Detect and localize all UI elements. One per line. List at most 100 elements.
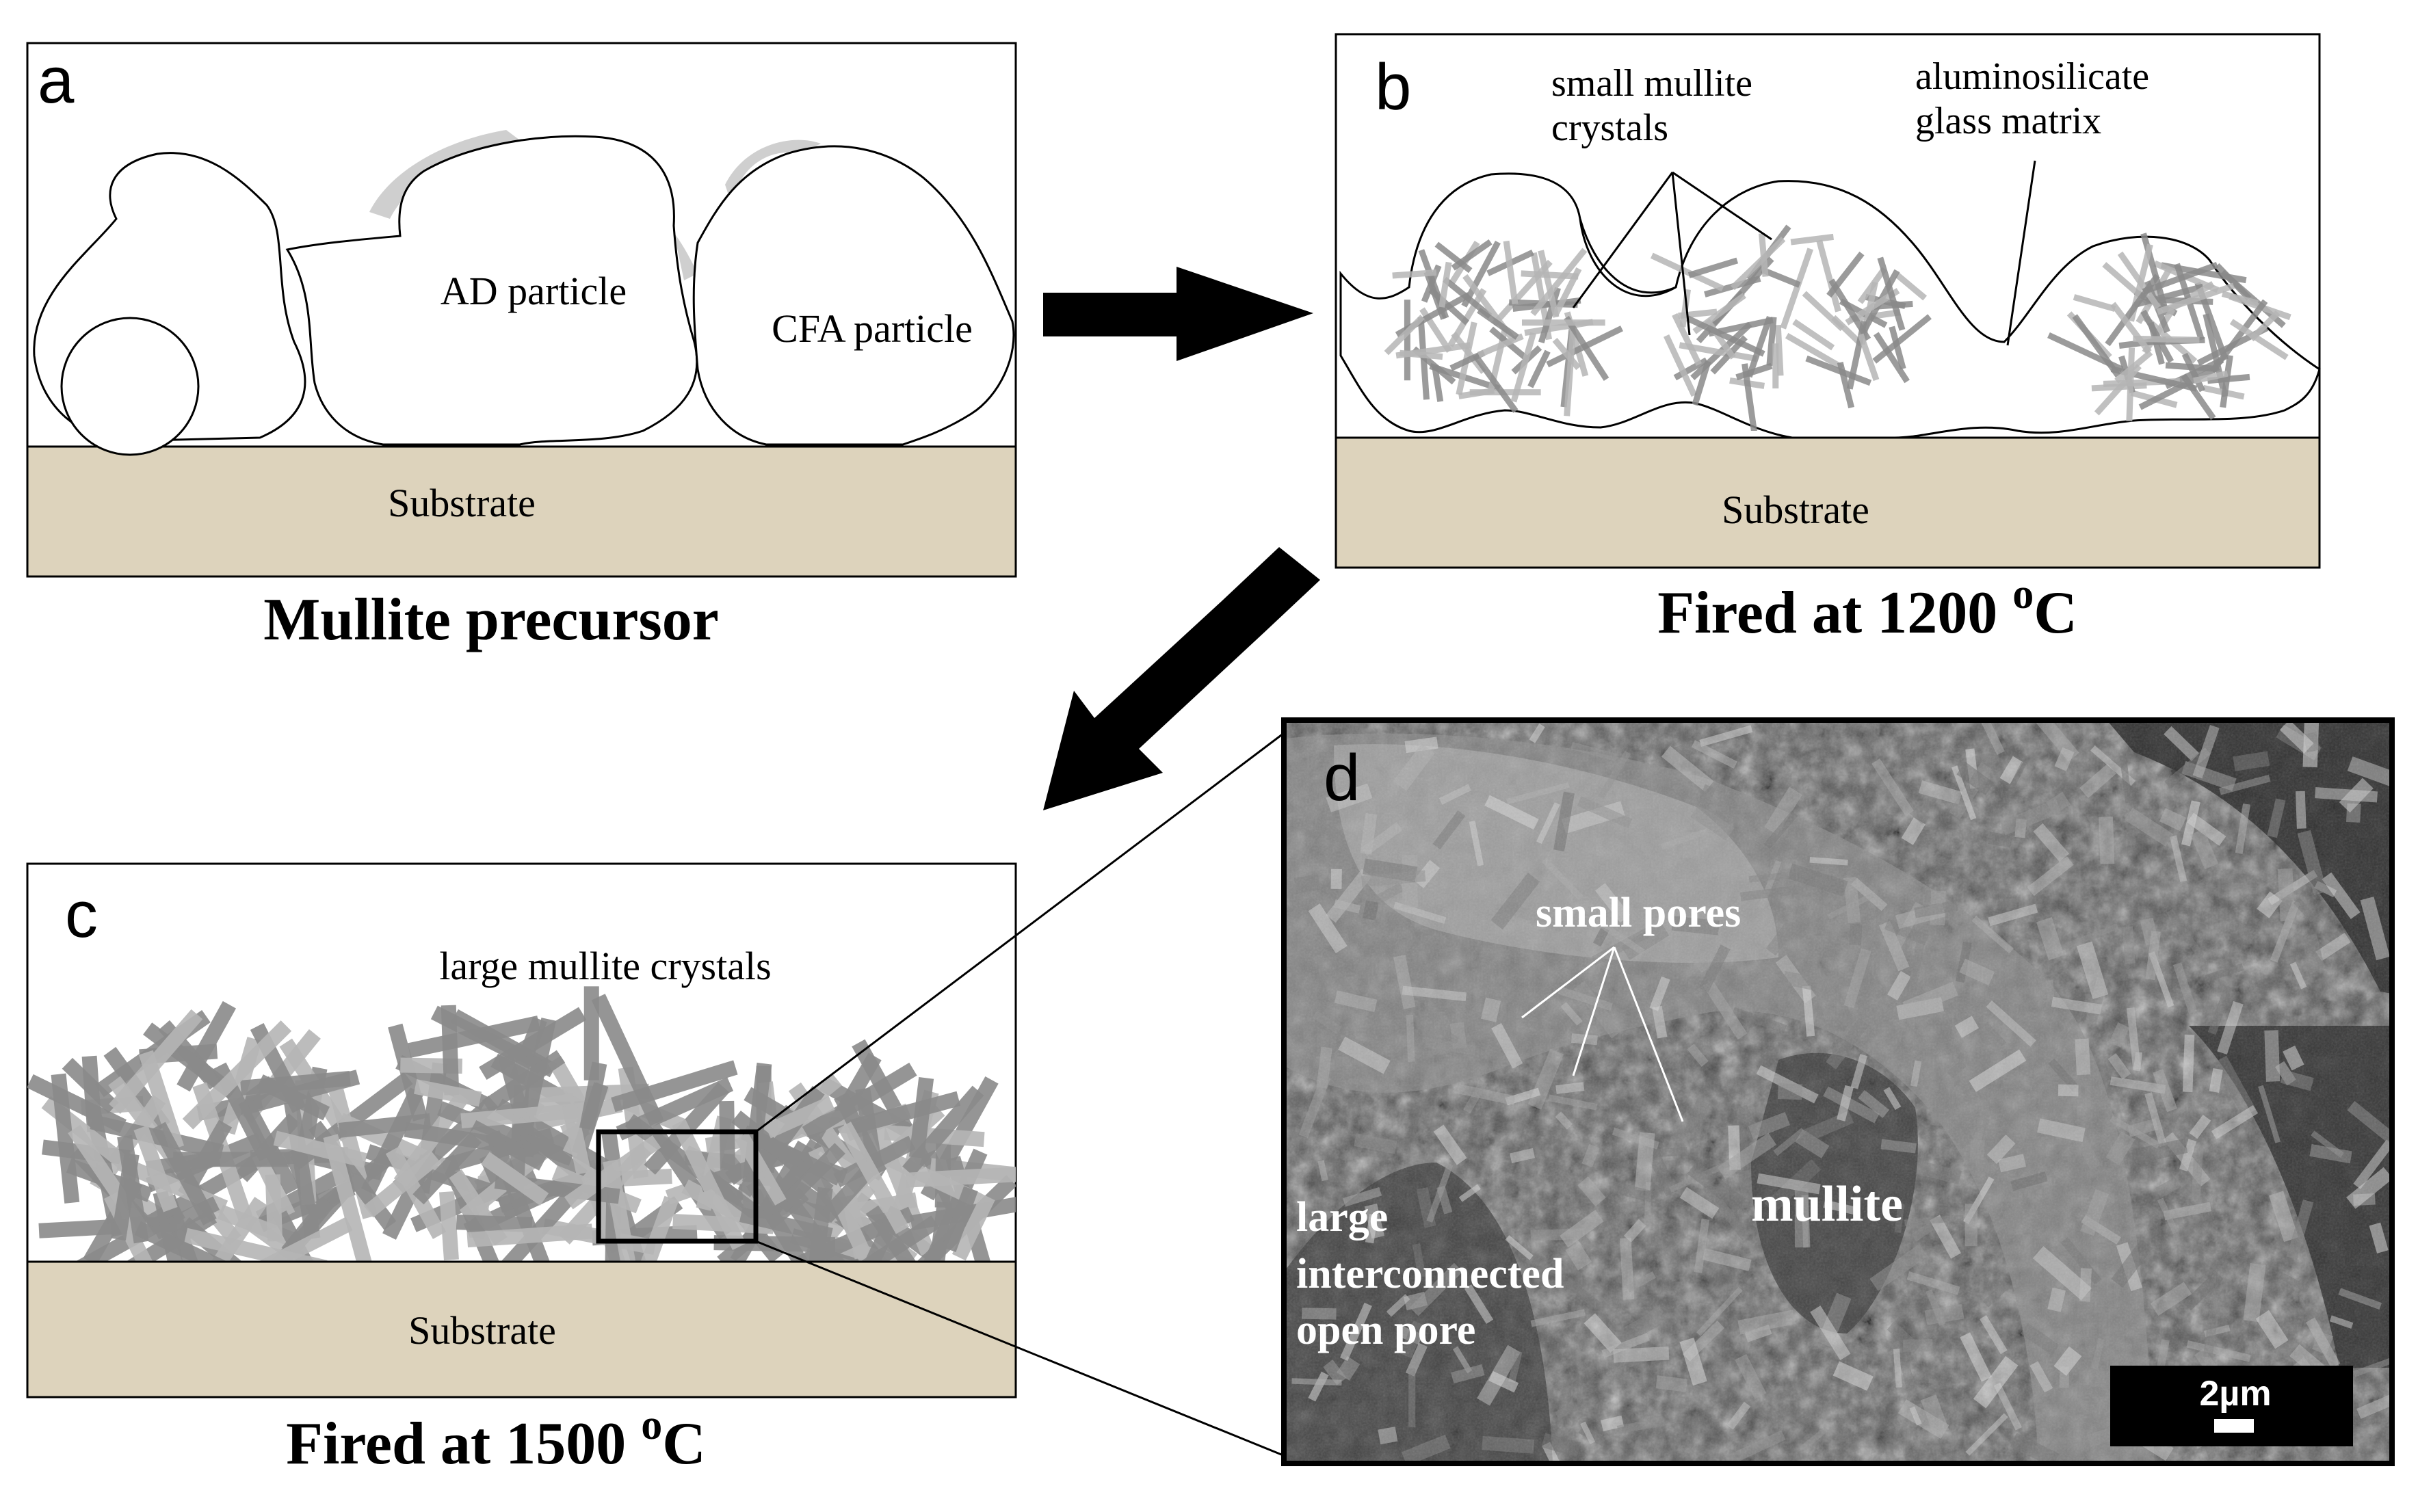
crystal-needle	[192, 1082, 253, 1221]
crystal-needle	[1538, 250, 1560, 318]
crystal-needle	[1816, 239, 1841, 313]
crystal-needle	[2229, 319, 2289, 360]
crystal-needle	[819, 1215, 940, 1262]
crystal-needle	[746, 1178, 809, 1262]
crystal-needle	[1521, 270, 1579, 280]
crystal-needle	[1432, 365, 1444, 402]
open-pore-label-3: open pore	[1296, 1307, 1475, 1353]
panel-c-substrate-label: Substrate	[408, 1308, 556, 1353]
crystal-needle	[1552, 338, 1581, 371]
crystal-needle	[1395, 342, 1471, 359]
crystal-needle	[591, 994, 664, 1126]
crystal-needle	[1772, 343, 1779, 389]
panel-b-letter: b	[1375, 51, 1411, 124]
crystal-needle	[1392, 269, 1437, 279]
crystal-needle	[1564, 315, 1609, 381]
crystal-needle	[630, 1195, 679, 1262]
crystal-needle	[1472, 353, 1519, 413]
crystal-needle	[182, 1020, 292, 1130]
crystal-needle	[902, 1085, 984, 1176]
crystal-needle	[1686, 315, 1765, 357]
zoom-line-bottom	[755, 1240, 1296, 1461]
zoom-line-top	[755, 724, 1296, 1133]
crystal-needle	[481, 1152, 549, 1206]
crystal-needle	[1857, 333, 1880, 382]
crystal-needle	[338, 1113, 432, 1138]
crystal-needle	[905, 1165, 1016, 1188]
large-crystals-label: large mullite crystals	[439, 944, 771, 988]
panel-a-letter: a	[38, 44, 75, 117]
crystal-needle	[1895, 272, 1928, 301]
crystal-needle	[1766, 317, 1777, 367]
cfa-particle-label: CFA particle	[772, 306, 973, 351]
open-pore-label-2: interconnected	[1296, 1251, 1564, 1297]
crystal-needle	[1889, 326, 1906, 370]
crystal-needle	[265, 1174, 283, 1242]
crystal-needle	[414, 1079, 482, 1107]
crystal-needle	[2105, 274, 2160, 347]
panel-b-substrate	[1335, 436, 2321, 569]
crystal-needle	[1477, 333, 1524, 358]
arrow-down-left	[1043, 547, 1320, 810]
crystal-needle	[363, 1151, 441, 1218]
crystal-needle	[456, 1215, 533, 1232]
crystal-needle	[1746, 316, 1773, 378]
panel-a-caption: Mullite precursor	[263, 587, 719, 653]
crystal-needle	[2133, 335, 2200, 343]
crystal-needle	[1503, 240, 1519, 305]
crystal-needle	[564, 1135, 661, 1210]
crystal-needle	[2193, 370, 2229, 384]
crystal-needle	[109, 1009, 203, 1114]
crystal-needle	[439, 1191, 459, 1261]
crystal-needle	[1742, 363, 1759, 431]
glass-matrix-inner-edge	[1579, 218, 1677, 294]
crystal-needle	[1790, 233, 1834, 246]
crystal-needle	[719, 1100, 735, 1170]
crystal-needle	[134, 1221, 265, 1262]
small-pores-label: small pores	[1536, 890, 1741, 936]
panel-d-letter: d	[1324, 741, 1360, 814]
panel-b-leader-lines	[1572, 160, 2036, 346]
crystal-needle	[583, 986, 599, 1080]
panel-c-caption: Fired at 1500 oC	[286, 1402, 706, 1477]
crystal-needle	[173, 1152, 290, 1167]
crystal-needle	[407, 1016, 540, 1058]
crystal-needle	[1384, 315, 1425, 356]
crystal-needle	[1873, 332, 1910, 384]
crystal-needle	[2209, 299, 2268, 373]
crystal-needle	[1672, 313, 1702, 367]
panel-b-substrate-label: Substrate	[1722, 488, 1869, 532]
panel-c-letter: c	[65, 878, 98, 951]
crystal-needle	[1530, 248, 1588, 317]
sem-image	[1284, 720, 2392, 1463]
scale-bar-label: 2µm	[2199, 1374, 2271, 1414]
crystal-needle	[1417, 317, 1430, 400]
panel-d: d small pores mullite large interconnect…	[1281, 717, 2395, 1466]
crystal-needle	[1687, 257, 1739, 278]
crystal-needle	[51, 1073, 80, 1204]
crystal-needle	[616, 1077, 734, 1141]
small-crystals-label-2: crystals	[1551, 107, 1668, 149]
crystal-needle	[1434, 241, 1473, 274]
crystal-needle	[562, 1104, 592, 1175]
crystal-needle	[1758, 233, 1769, 277]
crystal-needle	[741, 1125, 843, 1186]
crystal-needle	[2047, 332, 2124, 373]
crystal-needle	[1780, 248, 1814, 330]
crystal-needle	[1792, 319, 1835, 351]
open-pore-label-1: large	[1296, 1194, 1388, 1241]
crystal-needle	[412, 1132, 482, 1205]
crystal-needle	[1477, 307, 1519, 340]
crystal-needle	[152, 1196, 220, 1240]
crystal-needle	[2114, 349, 2153, 384]
crystal-needle	[1802, 291, 1845, 332]
small-crystals-label-1: small mullite	[1551, 62, 1752, 105]
crystal-needle	[323, 1134, 374, 1262]
crystal-needle	[62, 1057, 119, 1113]
crystal-needle	[2094, 364, 2142, 416]
crystal-needle	[951, 1193, 995, 1261]
crystal-needle	[2214, 263, 2252, 301]
panel-b: b small mullite crystals aluminosilicate…	[1335, 33, 2321, 646]
mullite-label: mullite	[1751, 1176, 1903, 1232]
crystal-needle	[1857, 267, 1887, 304]
